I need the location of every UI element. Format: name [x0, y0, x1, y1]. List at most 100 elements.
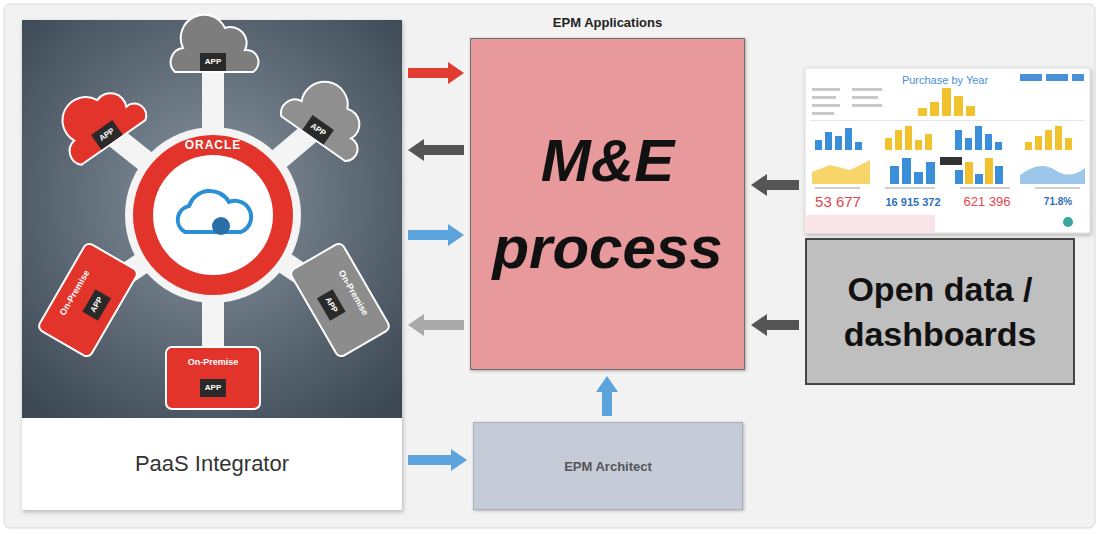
chart-bar	[930, 102, 939, 116]
cloud-icon	[278, 67, 383, 164]
chart-bar	[1055, 126, 1062, 150]
flow-arrow	[751, 314, 799, 336]
architect-box: EPM Architect	[473, 422, 743, 510]
kpi-value: 53 677	[815, 194, 861, 209]
filter-button	[1020, 74, 1042, 81]
kpi-value: 621 396	[964, 195, 1011, 208]
server-block	[166, 347, 260, 409]
app-badge	[200, 379, 226, 397]
chart-bar	[975, 126, 982, 150]
chart-bar	[855, 142, 862, 150]
chart-bar	[954, 96, 963, 116]
chart-bar	[955, 170, 963, 184]
data-box: Open data / dashboards	[805, 238, 1075, 385]
tint-strip	[805, 215, 935, 233]
cloud-icon	[171, 15, 259, 72]
caption-line	[1035, 187, 1080, 189]
chart-bar	[975, 174, 983, 184]
box-title: Open data / dashboards	[817, 267, 1063, 355]
flow-arrow	[408, 449, 467, 471]
filter-button	[1046, 74, 1068, 81]
chart-bar	[902, 158, 911, 184]
chart-bar	[942, 88, 951, 116]
dashboard-ground	[805, 68, 1090, 233]
hub-ring	[133, 135, 293, 295]
chart-title: Purchase by Year	[902, 75, 988, 86]
chart-bar	[966, 106, 975, 116]
chart-bar	[955, 130, 962, 150]
icon-label: APP	[324, 296, 339, 314]
area-chart	[812, 160, 870, 184]
chart-bar	[965, 138, 972, 150]
caption-line	[815, 187, 860, 189]
chart-bar	[995, 166, 1003, 184]
box-title: M&E process	[481, 117, 734, 291]
chart-bar	[915, 140, 922, 150]
flow-arrow	[408, 139, 464, 161]
icon-label: On-Premise	[58, 268, 91, 316]
chart-bar	[835, 136, 842, 150]
chart-bar	[825, 132, 832, 150]
kpi-value: 16 915 372	[885, 197, 940, 208]
chart-bar	[905, 126, 912, 150]
chart-bar	[965, 162, 973, 184]
chart-bar	[985, 158, 993, 184]
chart-bar	[1065, 138, 1072, 150]
caption-line	[960, 187, 1010, 189]
icon-label: ORACLE	[185, 139, 242, 151]
chart-bar	[914, 172, 923, 184]
app-badge	[317, 289, 346, 321]
server-block	[289, 242, 391, 359]
chart-bar	[895, 130, 902, 150]
box-heading: EPM Applications	[451, 15, 764, 30]
kpi-value: 71.8%	[1044, 197, 1072, 207]
chart-bar	[815, 140, 822, 150]
icon-label: APP	[205, 58, 221, 66]
server-block	[37, 242, 139, 359]
filter-line	[812, 104, 840, 107]
integrator-panel: PaaS Integrator	[22, 20, 402, 510]
chart-bar	[926, 162, 935, 184]
caption-line	[885, 187, 935, 189]
filter-line	[852, 88, 882, 91]
chart-bar	[918, 108, 927, 116]
filter-button	[1072, 74, 1084, 81]
panel-picture	[22, 20, 402, 418]
app-badge	[91, 120, 123, 150]
separator	[810, 120, 1085, 121]
icon-label: APP	[89, 296, 104, 314]
icon-label: On-Premise	[336, 268, 369, 316]
flow-arrow	[408, 62, 464, 84]
panel-caption: PaaS Integrator	[22, 418, 402, 510]
chart-bar	[890, 166, 899, 184]
cloud-icon	[45, 70, 150, 167]
flow-arrow	[408, 224, 464, 246]
icon-label: APP	[205, 384, 221, 392]
process-box: EPM ApplicationsM&E process	[470, 38, 745, 370]
chart-bar	[925, 134, 932, 150]
frame	[4, 4, 1095, 528]
chart-bar	[995, 142, 1002, 150]
flow-arrow	[596, 376, 618, 416]
filter-line	[852, 96, 878, 99]
chart-bar	[845, 128, 852, 150]
icon-label: APP	[98, 127, 116, 143]
filter-line	[812, 112, 834, 115]
hub-center	[153, 155, 273, 275]
filter-line	[812, 96, 836, 99]
filter-line	[812, 88, 840, 91]
chart-bar	[885, 138, 892, 150]
box-title: EPM Architect	[564, 459, 652, 474]
app-badge	[302, 115, 334, 145]
chart-bar	[1025, 142, 1032, 150]
flow-arrow	[751, 174, 799, 196]
hub-dot	[212, 217, 230, 235]
chart-bar	[985, 134, 992, 150]
icon-label: On-Premise	[188, 358, 239, 367]
filter-line	[852, 104, 882, 107]
tooltip	[940, 157, 962, 165]
flow-arrow	[408, 314, 464, 336]
logo-dot	[1063, 217, 1073, 227]
hub-ground	[125, 127, 301, 303]
